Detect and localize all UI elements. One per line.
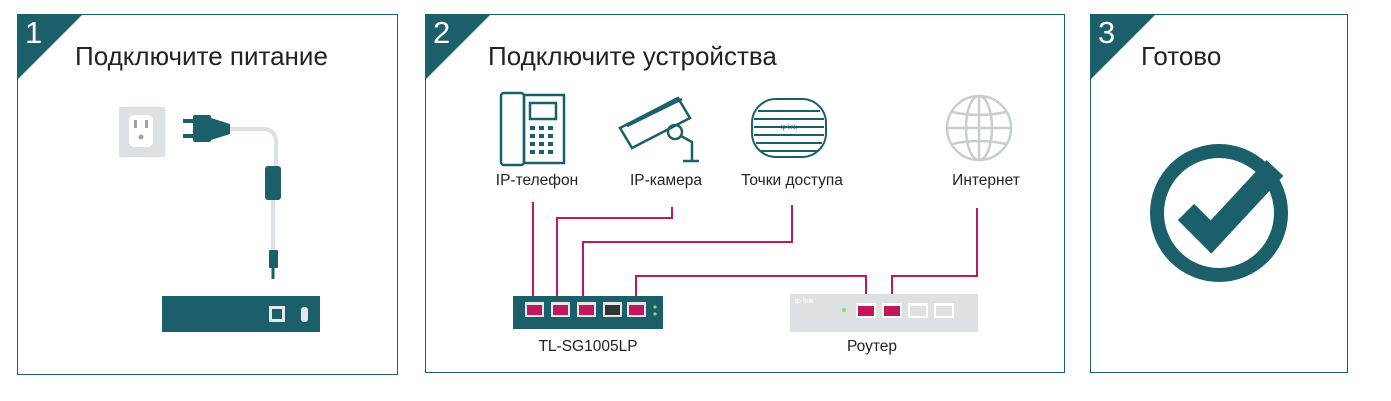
label-internet: Интернет (952, 172, 1020, 189)
label-router: Роутер (846, 338, 898, 355)
label-switch-model: TL-SG1005LP (538, 338, 638, 355)
power-cable (230, 127, 278, 173)
step-2-panel: 2 Подключите устройства (425, 14, 1065, 373)
router-brand: tp-link (795, 298, 814, 305)
step-1-title: Подключите питание (75, 41, 328, 71)
ip-phone-icon (499, 91, 566, 167)
step-1-corner (18, 15, 82, 79)
ip-camera-icon (618, 96, 699, 163)
label-ip-phone: IP-телефон (495, 172, 579, 189)
step-1-number: 1 (25, 15, 43, 50)
step-2-corner (426, 15, 490, 79)
devices-illustration: tp-link (499, 91, 1013, 332)
ethernet-cables (532, 202, 978, 308)
router-icon (790, 294, 978, 332)
switch-front-icon (513, 296, 663, 329)
ferrite-core (265, 166, 281, 200)
checkmark-icon (1150, 144, 1288, 282)
step-3-panel: 3 Готово (1090, 14, 1348, 373)
step-1-panel: 1 Подключите питание (17, 14, 398, 375)
step-3-corner (1091, 15, 1155, 79)
globe-icon (945, 94, 1013, 162)
done-illustration (1150, 144, 1288, 282)
power-outlet-icon (119, 107, 165, 157)
label-ip-camera: IP-камера (629, 172, 703, 189)
access-point-brand: tp-link (781, 125, 798, 131)
step-2-number: 2 (433, 15, 451, 50)
access-point-icon (751, 98, 827, 158)
label-access-points: Точки доступа (741, 172, 843, 189)
power-illustration (119, 107, 320, 332)
switch-rear-icon (162, 296, 320, 332)
step-3-number: 3 (1098, 15, 1116, 50)
power-plug-icon (183, 115, 230, 142)
step-2-title: Подключите устройства (488, 41, 777, 71)
step-3-title: Готово (1141, 41, 1222, 71)
